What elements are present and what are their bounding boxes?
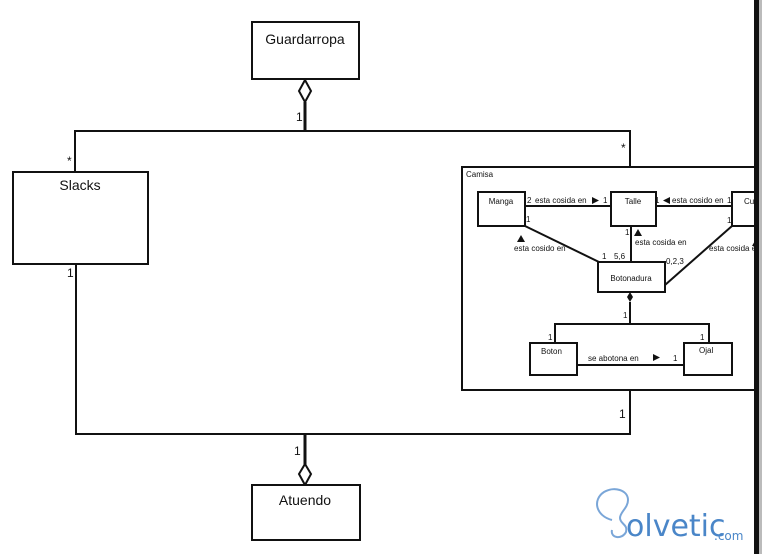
class-guardarropa — [251, 21, 360, 80]
direction-arrow-icon — [653, 354, 660, 361]
connector-top-bus — [74, 130, 631, 172]
class-manga-label: Manga — [489, 197, 514, 206]
assoc-manga-talle-label: esta cosida en — [535, 196, 587, 205]
mult-cuello-botonadura-bottom: 0,2,3 — [666, 257, 684, 266]
assoc-cuello-botonadura — [664, 225, 733, 286]
page-edge-bar — [754, 0, 759, 554]
assoc-talle-botonadura-label: esta cosida en — [635, 238, 687, 247]
class-manga — [477, 191, 526, 227]
multiplicity-guardarropa: 1 — [296, 110, 303, 124]
aggregation-diamond-icon — [297, 462, 313, 488]
class-boton-label: Boton — [541, 347, 562, 356]
direction-arrow-icon — [592, 197, 599, 204]
mult-boton-ojal-right: 1 — [673, 354, 678, 363]
direction-arrow-icon — [663, 197, 670, 204]
direction-arrow-icon — [517, 235, 525, 242]
mult-cuello-botonadura-top: 1 — [727, 216, 732, 225]
mult-boton: 1 — [548, 333, 553, 342]
class-ojal-label: Ojal — [699, 346, 713, 355]
class-atuendo — [251, 484, 361, 541]
composition-diamond-icon — [627, 292, 633, 302]
class-cuello-label: Cu — [744, 197, 754, 206]
package-camisa-title: Camisa — [466, 170, 494, 179]
solvetic-watermark: olvetic .com — [596, 488, 743, 544]
direction-arrow-icon — [634, 229, 642, 236]
multiplicity-camisa-bottom: 1 — [619, 407, 626, 421]
speech-bubble-logo-icon — [596, 488, 630, 538]
class-ojal — [683, 342, 733, 376]
assoc-manga-botonadura-label: esta cosido en — [514, 244, 566, 253]
class-botonadura — [597, 261, 666, 293]
class-talle-label: Talle — [625, 197, 642, 206]
page-edge-shadow — [759, 0, 762, 554]
watermark-brand: olvetic — [626, 509, 726, 544]
class-guardarropa-label: Guardarropa — [265, 31, 345, 47]
assoc-manga-botonadura — [524, 225, 600, 263]
multiplicity-slacks-bottom: 1 — [67, 266, 74, 280]
class-slacks — [12, 171, 149, 265]
aggregation-diamond-icon — [297, 77, 313, 105]
assoc-boton-ojal-label: se abotona en — [588, 354, 639, 363]
mult-cuello-talle-left: 1 — [655, 196, 660, 205]
multiplicity-atuendo: 1 — [294, 444, 301, 458]
class-talle — [610, 191, 657, 227]
class-atuendo-label: Atuendo — [279, 492, 331, 508]
watermark-suffix: .com — [714, 529, 743, 543]
mult-manga-talle-left: 2 — [527, 196, 532, 205]
mult-botonadura-parts: 1 — [623, 311, 628, 320]
assoc-cuello-talle-label: esta cosido en — [672, 196, 724, 205]
connector-bottom-bus — [75, 265, 631, 435]
class-botonadura-label: Botonadura — [610, 274, 652, 283]
class-boton — [529, 342, 578, 376]
mult-cuello-talle-right: 1 — [727, 196, 732, 205]
mult-ojal: 1 — [700, 333, 705, 342]
class-slacks-label: Slacks — [59, 177, 100, 193]
mult-manga-talle-right: 1 — [603, 196, 608, 205]
mult-talle-botonadura-top: 1 — [625, 228, 630, 237]
mult-manga-botonadura-bottom: 1 — [602, 252, 607, 261]
connector-parts-bus — [554, 323, 710, 343]
mult-manga-botonadura-top: 1 — [526, 215, 531, 224]
mult-talle-botonadura-bottom: 5,6 — [614, 252, 626, 261]
multiplicity-slacks-top: * — [67, 154, 72, 168]
multiplicity-camisa-top: * — [621, 141, 626, 155]
assoc-cuello-botonadura-label: esta cosida en — [709, 244, 761, 253]
